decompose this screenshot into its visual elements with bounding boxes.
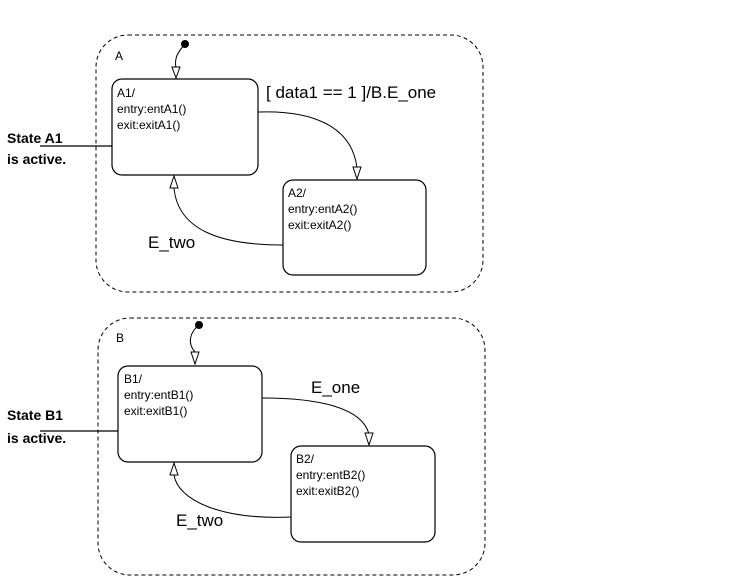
state-a1-entry: entry:entA1() xyxy=(117,102,186,116)
state-a1-name: A1/ xyxy=(117,86,136,100)
transition-b2-to-b1: E_two xyxy=(169,461,292,530)
state-a1-exit: exit:exitA1() xyxy=(117,118,180,132)
state-b2: B2/ entry:entB2() exit:exitB2() xyxy=(290,445,436,543)
transition-a1-to-a2-path xyxy=(257,111,358,169)
transition-a2-to-a1: E_two xyxy=(148,174,284,252)
state-a2-box xyxy=(282,179,427,276)
transition-b2-to-b1-arrowhead xyxy=(169,461,179,476)
state-b2-name: B2/ xyxy=(296,452,315,466)
transition-a2-to-a1-arrowhead xyxy=(169,174,179,189)
annotation-a1-active: State A1 is active. xyxy=(7,130,112,167)
transition-b1-to-b2-path xyxy=(261,397,370,435)
superstate-a-border xyxy=(95,34,484,293)
transition-b1-to-b2-label: E_one xyxy=(311,378,360,397)
state-b1-entry: entry:entB1() xyxy=(124,388,193,402)
superstate-b-label: B xyxy=(116,331,124,345)
annotation-a1-line2: is active. xyxy=(7,151,66,167)
default-transition-arrowhead-a xyxy=(171,66,181,80)
superstate-a: A xyxy=(95,34,484,293)
state-b1: B1/ entry:entB1() exit:exitB1() xyxy=(117,365,263,463)
state-a1: A1/ entry:entA1() exit:exitA1() xyxy=(111,78,259,176)
state-a2: A2/ entry:entA2() exit:exitA2() xyxy=(282,179,427,276)
state-a2-name: A2/ xyxy=(288,186,307,200)
state-b1-name: B1/ xyxy=(124,372,143,386)
annotation-b1-active: State B1 is active. xyxy=(7,407,118,446)
transition-a1-to-a2: [ data1 == 1 ]/B.E_one xyxy=(257,83,436,181)
transition-a2-to-a1-path xyxy=(173,187,284,246)
default-transition-path-b xyxy=(189,324,200,353)
transition-b2-to-b1-path xyxy=(173,474,292,518)
annotation-a1-line1: State A1 xyxy=(7,130,63,146)
superstate-b: B xyxy=(97,317,486,576)
default-transition-a xyxy=(171,40,189,80)
superstate-b-border xyxy=(97,317,486,576)
superstate-a-label: A xyxy=(115,49,123,63)
state-b2-entry: entry:entB2() xyxy=(296,468,365,482)
transition-b2-to-b1-label: E_two xyxy=(176,511,223,530)
transition-a2-to-a1-label: E_two xyxy=(148,233,195,252)
transition-b1-to-b2-arrowhead xyxy=(364,432,374,447)
default-transition-arrowhead-b xyxy=(190,351,200,366)
state-b1-box xyxy=(117,365,263,463)
transition-a1-to-a2-arrowhead xyxy=(352,166,362,181)
state-b2-exit: exit:exitB2() xyxy=(296,484,359,498)
annotation-b1-line1: State B1 xyxy=(7,407,63,423)
transition-a1-to-a2-label: [ data1 == 1 ]/B.E_one xyxy=(266,83,436,102)
transition-b1-to-b2: E_one xyxy=(261,378,374,447)
state-a2-exit: exit:exitA2() xyxy=(288,218,351,232)
default-transition-path-a xyxy=(175,43,186,69)
state-a2-entry: entry:entA2() xyxy=(288,202,357,216)
state-b2-box xyxy=(290,445,436,543)
state-a1-box xyxy=(111,78,259,176)
annotation-b1-line2: is active. xyxy=(7,430,66,446)
state-b1-exit: exit:exitB1() xyxy=(124,404,187,418)
default-transition-b xyxy=(189,321,203,366)
